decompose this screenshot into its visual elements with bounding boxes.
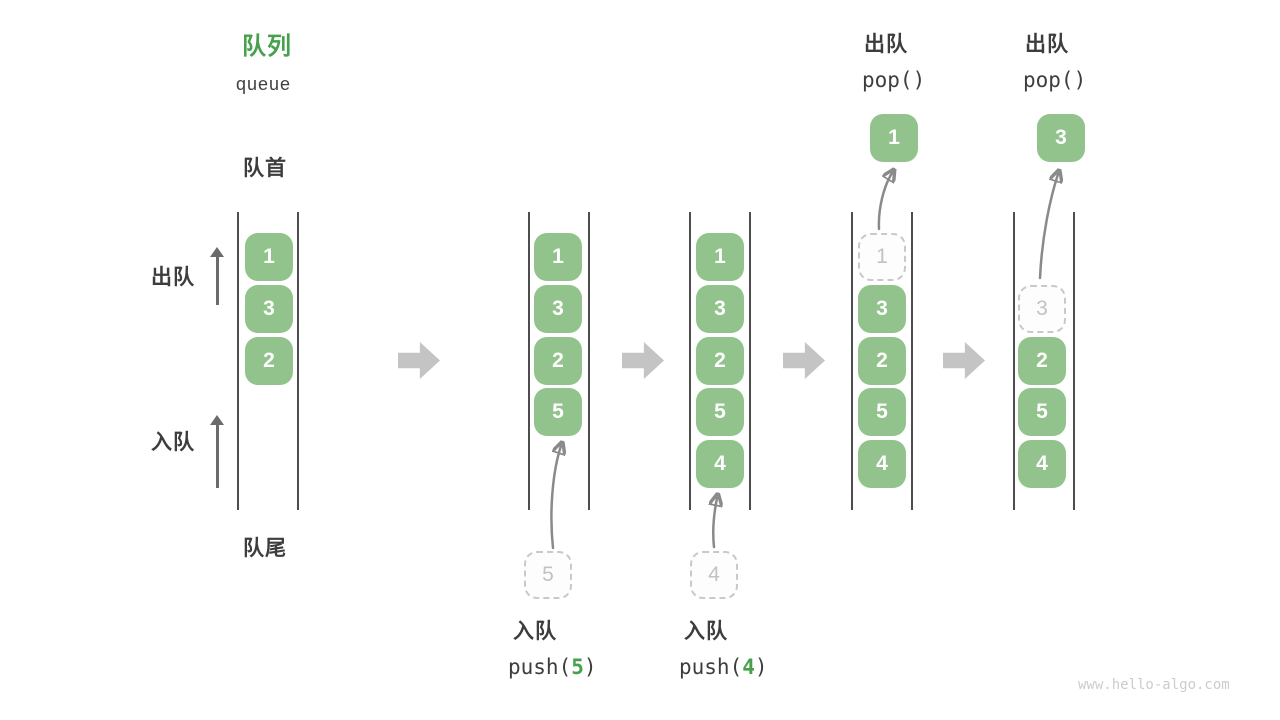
queue-wall	[297, 212, 299, 510]
queue-element: 4	[696, 440, 744, 488]
pop-code-label: pop()	[862, 68, 926, 92]
queue-element: 2	[245, 337, 293, 385]
queue-element: 1	[245, 233, 293, 281]
queue-element: 3	[858, 285, 906, 333]
code-close: )	[754, 655, 768, 679]
up-arrow-icon	[210, 415, 224, 488]
queue-wall	[237, 212, 239, 510]
code-arg: 5	[571, 655, 584, 679]
flow-arrow-icon	[943, 342, 985, 379]
watermark: www.hello-algo.com	[1078, 677, 1230, 693]
push-arrow-icon	[550, 438, 575, 550]
queue-element: 3	[696, 285, 744, 333]
pop-arrow-icon	[1038, 164, 1072, 280]
ghost-element: 3	[1018, 285, 1066, 333]
code-arg: 4	[742, 655, 755, 679]
label-queue-rear: 队尾	[243, 537, 287, 560]
label-dequeue-op: 出队	[864, 33, 908, 56]
push-code-label: push(4)	[679, 657, 768, 678]
flow-arrow-icon	[783, 342, 825, 379]
queue-wall	[1073, 212, 1075, 510]
up-arrow-icon	[210, 247, 224, 305]
queue-wall	[588, 212, 590, 510]
queue-title: 队列	[242, 33, 292, 60]
queue-element: 3	[245, 285, 293, 333]
queue-element: 5	[858, 388, 906, 436]
push-code-label: push(5)	[508, 657, 597, 678]
arrow-shaft	[216, 422, 219, 488]
queue-element: 1	[534, 233, 582, 281]
code-fn: push(	[679, 655, 743, 679]
queue-wall	[851, 212, 853, 510]
code-close: )	[583, 655, 597, 679]
queue-element: 2	[534, 337, 582, 385]
label-dequeue-op: 出队	[1025, 33, 1069, 56]
push-arrow-icon	[700, 491, 730, 549]
queue-element: 2	[696, 337, 744, 385]
queue-wall	[1013, 212, 1015, 510]
code-fn: push(	[508, 655, 572, 679]
queue-element: 5	[534, 388, 582, 436]
queue-wall	[911, 212, 913, 510]
queue-wall	[749, 212, 751, 510]
popped-element: 1	[870, 114, 918, 162]
queue-element: 5	[1018, 388, 1066, 436]
queue-element: 4	[1018, 440, 1066, 488]
queue-element: 2	[858, 337, 906, 385]
label-enqueue-op: 入队	[513, 620, 557, 643]
label-queue-front: 队首	[243, 157, 287, 180]
queue-wall	[689, 212, 691, 510]
arrow-shaft	[216, 254, 219, 305]
popped-element: 3	[1037, 114, 1085, 162]
pop-arrow-icon	[877, 164, 906, 231]
queue-wall	[528, 212, 530, 510]
label-dequeue-side: 出队	[151, 266, 195, 289]
flow-arrow-icon	[622, 342, 664, 379]
queue-subtitle: queue	[236, 74, 292, 94]
queue-element: 3	[534, 285, 582, 333]
arrowhead-icon	[210, 247, 224, 257]
pop-code-label: pop()	[1023, 68, 1087, 92]
label-enqueue-op: 入队	[684, 620, 728, 643]
queue-element: 5	[696, 388, 744, 436]
ghost-element: 1	[858, 233, 906, 281]
queue-element: 1	[696, 233, 744, 281]
label-enqueue-side: 入队	[151, 431, 195, 454]
flow-arrow-icon	[398, 342, 440, 379]
queue-element: 4	[858, 440, 906, 488]
arrowhead-icon	[210, 415, 224, 425]
pending-element: 5	[524, 551, 572, 599]
pending-element: 4	[690, 551, 738, 599]
queue-element: 2	[1018, 337, 1066, 385]
